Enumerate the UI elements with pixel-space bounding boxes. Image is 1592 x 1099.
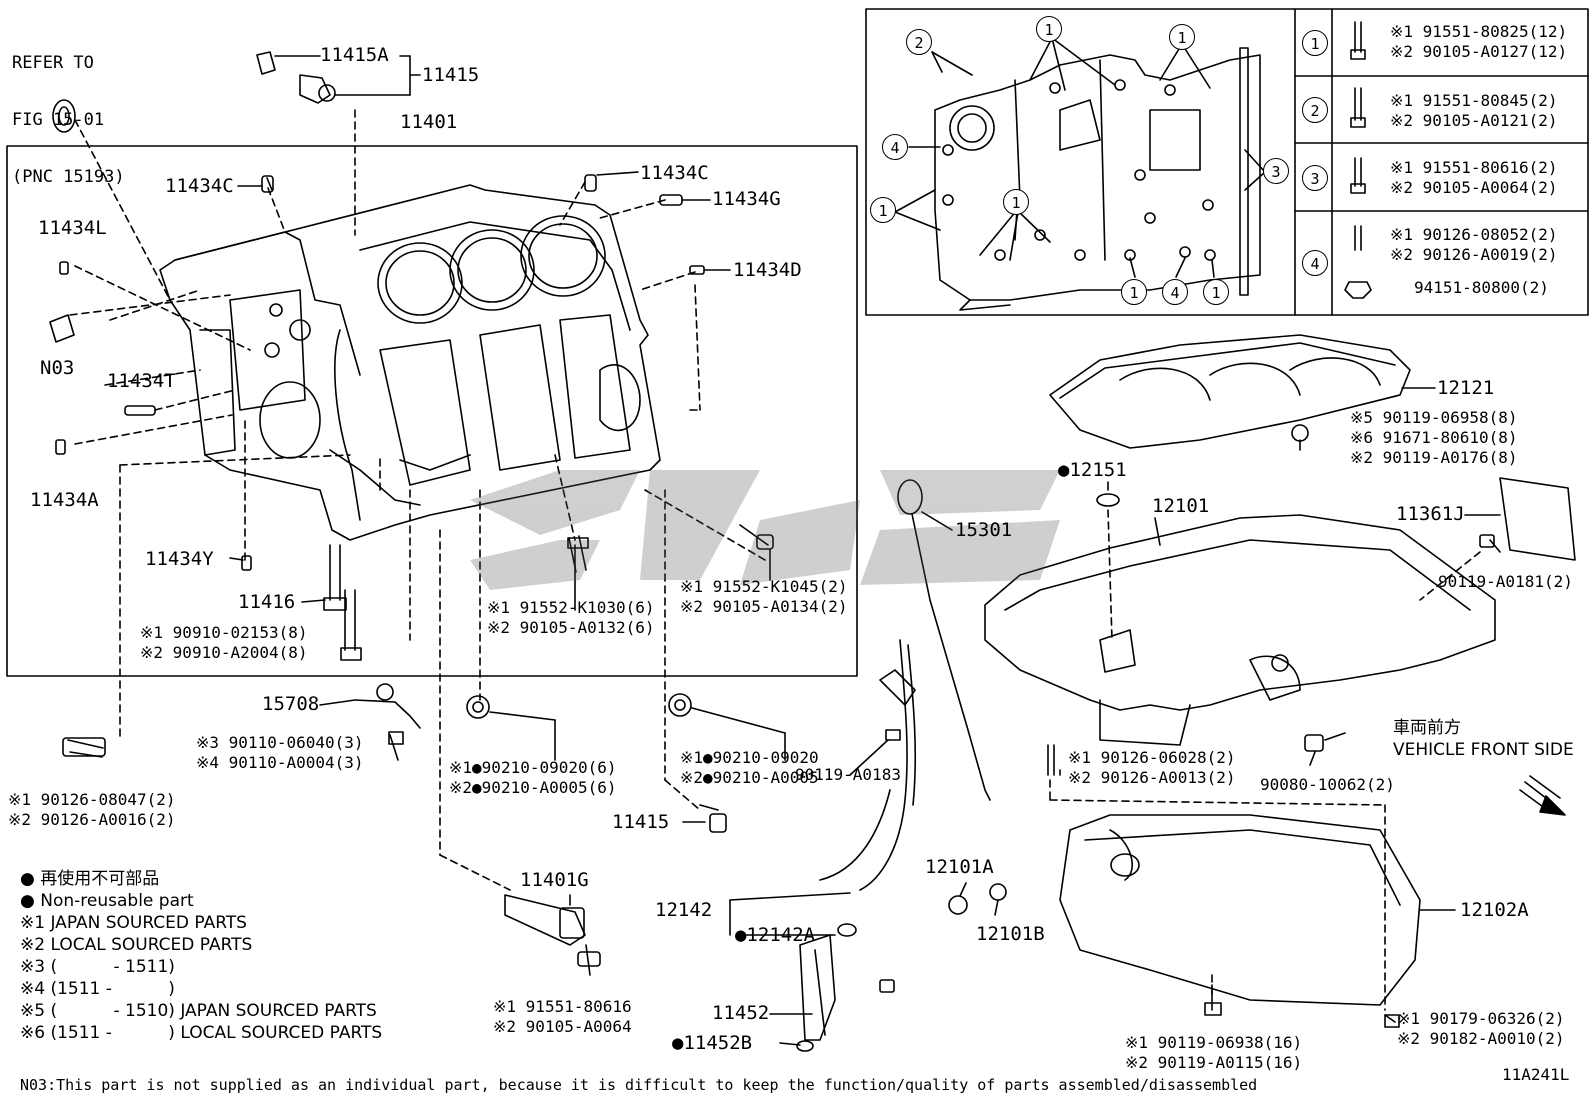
front-direction-arrow: [1519, 775, 1566, 816]
cylinder-block-drawing: [159, 184, 661, 541]
part-11415-lower[interactable]: 11415: [612, 811, 670, 833]
part-11434T[interactable]: 11434T: [107, 370, 176, 392]
part-11434L[interactable]: 11434L: [38, 217, 107, 239]
part-11434Y[interactable]: 11434Y: [145, 548, 214, 570]
front-side-jp: 車両前方: [1393, 718, 1461, 738]
table-badge-3: 3: [1302, 165, 1328, 191]
label-leaders: [229, 55, 1501, 1046]
table-row-3[interactable]: ※1 91551-80616(2) ※2 90105-A0064(2): [1390, 158, 1558, 197]
footnote: N03:This part is not supplied as an indi…: [20, 1076, 1258, 1094]
part-11434G[interactable]: 11434G: [712, 188, 781, 210]
part-15708[interactable]: 15708: [262, 693, 320, 715]
inset-badge: 4: [882, 134, 908, 160]
part-11434A[interactable]: 11434A: [30, 489, 99, 511]
inset-badge: 1: [1003, 189, 1029, 215]
part-11415A[interactable]: 11415A: [320, 44, 389, 66]
bolts-12121[interactable]: ※5 90119-06958(8) ※6 91671-80610(8) ※2 9…: [1350, 408, 1518, 467]
bolts-80616[interactable]: ※1 91551-80616 ※2 90105-A0064: [493, 997, 632, 1036]
nuts-06326[interactable]: ※1 90179-06326(2) ※2 90182-A0010(2): [1397, 1009, 1565, 1048]
inset-badge: 1: [1203, 279, 1229, 305]
ref-line-1: REFER TO: [12, 53, 94, 73]
part-12102A[interactable]: 12102A: [1460, 899, 1529, 921]
table-row-2[interactable]: ※1 91551-80845(2) ※2 90105-A0121(2): [1390, 91, 1558, 130]
gaskets-09020-6[interactable]: ※1●90210-09020(6) ※2●90210-A0005(6): [449, 758, 617, 797]
cylinder-block-frame: [6, 145, 858, 677]
inset-badge: 1: [1169, 24, 1195, 50]
figure-code: 11A241L: [1502, 1065, 1570, 1084]
small-parts: [49, 51, 774, 976]
legend-item: ● Non-reusable part: [20, 891, 194, 911]
inset-badge: 3: [1263, 158, 1289, 184]
part-11415[interactable]: 11415: [422, 64, 480, 86]
part-12101A[interactable]: 12101A: [925, 856, 994, 878]
inset-engine-front-drawing: [934, 47, 1261, 311]
part-11361J[interactable]: 11361J: [1396, 503, 1465, 525]
inset-badge: 1: [870, 197, 896, 223]
table-row-4[interactable]: ※1 90126-08052(2) ※2 90126-A0019(2): [1390, 225, 1558, 264]
part-11434D[interactable]: 11434D: [733, 259, 802, 281]
legend-item: ※6 (1511 - ) LOCAL SOURCED PARTS: [20, 1023, 383, 1043]
bolts-10062[interactable]: 90080-10062(2): [1260, 775, 1395, 794]
part-12101B[interactable]: 12101B: [976, 923, 1045, 945]
part-12142A[interactable]: ●12142A: [735, 924, 816, 946]
legend-item: ● 再使用不可部品: [20, 869, 160, 889]
bolts-K1045[interactable]: ※1 91552-K1045(2) ※2 90105-A0134(2): [680, 577, 848, 616]
gaskets-09020[interactable]: ※1●90210-09020 ※2●90210-A0005: [680, 748, 819, 787]
part-15301[interactable]: 15301: [955, 519, 1013, 541]
table-row-1[interactable]: ※1 91551-80825(12) ※2 90105-A0127(12): [1390, 22, 1568, 61]
ref-line-3: (PNC 15193): [12, 167, 125, 187]
studs-06028[interactable]: ※1 90126-06028(2) ※2 90126-A0013(2): [1068, 748, 1236, 787]
table-badge-4: 4: [1302, 250, 1328, 276]
table-bolt-icons: [1344, 21, 1372, 299]
part-11452B[interactable]: ●11452B: [672, 1032, 753, 1054]
part-11434C-right[interactable]: 11434C: [640, 162, 709, 184]
legend-item: ※4 (1511 - ): [20, 979, 175, 999]
bolts-A0181[interactable]: 90119-A0181(2): [1438, 572, 1573, 591]
oil-pan-leaders: [1049, 509, 1481, 1011]
ref-line-2: FIG 15-01: [12, 110, 105, 130]
legend-item: ※5 ( - 1510) JAPAN SOURCED PARTS: [20, 1001, 377, 1021]
bolts-06938[interactable]: ※1 90119-06938(16) ※2 90119-A0115(16): [1125, 1033, 1303, 1072]
bolt-A0183[interactable]: 90119-A0183: [795, 765, 901, 784]
part-12142[interactable]: 12142: [655, 899, 713, 921]
part-11452[interactable]: 11452: [712, 1002, 770, 1024]
inset-leader-lines: [894, 37, 1266, 278]
front-side-en: VEHICLE FRONT SIDE: [1393, 740, 1574, 760]
bolts-11416[interactable]: ※1 90910-02153(8) ※2 90910-A2004(8): [140, 623, 308, 662]
legend-item: ※3 ( - 1511): [20, 957, 175, 977]
part-11416[interactable]: 11416: [238, 591, 296, 613]
bolt-location-inset-frame: [865, 8, 1589, 316]
part-11434C-left[interactable]: 11434C: [165, 175, 234, 197]
bolts-15708[interactable]: ※3 90110-06040(3) ※4 90110-A0004(3): [196, 733, 364, 772]
inset-badge: 2: [906, 29, 932, 55]
inset-badge: 4: [1162, 279, 1188, 305]
inset-badge: 1: [1121, 279, 1147, 305]
table-row-4-nut[interactable]: 94151-80800(2): [1414, 278, 1549, 297]
bolts-K1030[interactable]: ※1 91552-K1030(6) ※2 90105-A0132(6): [487, 598, 655, 637]
part-11401G[interactable]: 11401G: [520, 869, 589, 891]
part-12151[interactable]: ●12151: [1058, 459, 1127, 481]
part-12121[interactable]: 12121: [1437, 377, 1495, 399]
dipstick-drawing: [796, 479, 991, 1052]
part-N03[interactable]: N03: [40, 357, 75, 379]
legend-item: ※1 JAPAN SOURCED PARTS: [20, 913, 247, 933]
table-badge-1: 1: [1302, 30, 1328, 56]
legend-item: ※2 LOCAL SOURCED PARTS: [20, 935, 253, 955]
watermark-logo: [470, 470, 1060, 590]
inset-badge: 1: [1036, 16, 1062, 42]
part-11401[interactable]: 11401: [400, 111, 458, 133]
studs-08047[interactable]: ※1 90126-08047(2) ※2 90126-A0016(2): [8, 790, 176, 829]
legend: ● 再使用不可部品 ● Non-reusable part ※1 JAPAN S…: [20, 868, 382, 1044]
block-leaders: [69, 109, 766, 891]
part-12101[interactable]: 12101: [1152, 495, 1210, 517]
refer-to-fig: REFER TO FIG 15-01 (PNC 15193): [12, 16, 125, 206]
table-badge-2: 2: [1302, 97, 1328, 123]
